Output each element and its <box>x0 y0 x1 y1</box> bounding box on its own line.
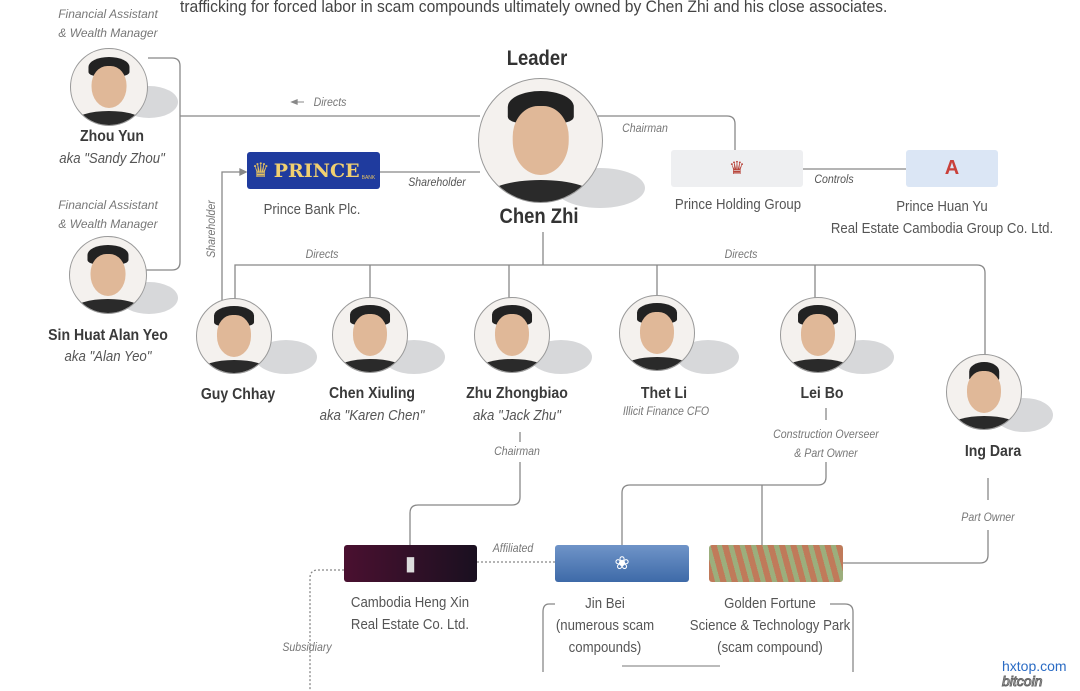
role-line: Financial Assistant <box>58 7 158 21</box>
jin-bei-name: Jin Bei (numerous scam compounds) <box>556 593 654 659</box>
sin-huat-aka: aka "Alan Yeo" <box>64 348 152 365</box>
building-icon: ▮ <box>404 553 416 575</box>
golden-fortune-image <box>709 545 843 582</box>
chen-xiuling-photo <box>332 297 408 373</box>
role-line: Construction Overseer <box>773 427 879 441</box>
jin-bei-logo: ❀ <box>555 545 689 582</box>
prince-holding-name: Prince Holding Group <box>674 196 802 213</box>
watermark-logo: bitcoin <box>1001 673 1043 690</box>
sin-huat-role: Financial Assistant & Wealth Manager <box>58 196 158 234</box>
sin-huat-name: Sin Huat Alan Yeo <box>48 327 168 344</box>
lei-bo-role: Construction Overseer & Part Owner <box>773 425 879 463</box>
guy-chhay-name: Guy Chhay <box>200 386 276 403</box>
zhou-yun-name: Zhou Yun <box>80 128 144 145</box>
crown-icon: A <box>944 157 960 179</box>
thet-li-photo <box>619 295 695 371</box>
chen-xiuling-aka: aka "Karen Chen" <box>319 407 425 424</box>
edge-label-chairman: Chairman <box>622 121 668 135</box>
org-line: (numerous scam <box>555 617 655 634</box>
heng-xin-logo: ▮ <box>344 545 477 582</box>
edge-label-subsidiary: Subsidiary <box>282 640 332 654</box>
zhou-yun-role: Financial Assistant & Wealth Manager <box>58 5 158 43</box>
edge-label-directs: Directs <box>313 95 347 109</box>
leader-title: Leader <box>506 47 568 70</box>
prince-bank-name: Prince Bank Plc. <box>263 201 361 218</box>
edge-label-directs: Directs <box>724 247 758 261</box>
org-line: compounds) <box>568 639 642 656</box>
chen-zhi-photo <box>478 78 603 203</box>
zhu-zhongbiao-photo <box>474 297 550 373</box>
crown-icon: ♛ <box>251 160 270 182</box>
thet-li-name: Thet Li <box>640 385 688 402</box>
prince-holding-logo: ♛ <box>671 150 803 187</box>
huan-yu-logo: A <box>906 150 998 187</box>
org-line: Prince Huan Yu <box>896 198 988 215</box>
sin-huat-photo <box>69 236 147 314</box>
zhou-yun-aka: aka "Sandy Zhou" <box>59 150 165 167</box>
org-line: Real Estate Co. Ltd. <box>350 616 470 633</box>
org-line: Golden Fortune <box>724 595 816 612</box>
watermark-site: hxtop.com <box>1002 658 1067 674</box>
edge-label-shareholder-vertical: Shareholder <box>204 200 218 258</box>
edge-label-affiliated: Affiliated <box>492 541 534 555</box>
lei-bo-name: Lei Bo <box>800 385 844 402</box>
edge-label-part-owner: Part Owner <box>961 510 1015 524</box>
sign-icon: ❀ <box>614 553 630 573</box>
lei-bo-photo <box>780 297 856 373</box>
edge-label-chairman: Chairman <box>494 444 540 458</box>
org-line: Science & Technology Park <box>689 617 851 634</box>
zhu-zhongbiao-name: Zhu Zhongbiao <box>466 385 568 402</box>
chen-xiuling-name: Chen Xiuling <box>328 385 416 402</box>
org-line: Real Estate Cambodia Group Co. Ltd. <box>830 220 1054 237</box>
edge-label-directs: Directs <box>305 247 339 261</box>
zhu-zhongbiao-aka: aka "Jack Zhu" <box>473 407 561 424</box>
thet-li-role: Illicit Finance CFO <box>622 404 710 418</box>
org-line: (scam compound) <box>717 639 823 656</box>
role-line: & Part Owner <box>794 446 858 460</box>
zhou-yun-photo <box>70 48 148 126</box>
huan-yu-name: Prince Huan Yu Real Estate Cambodia Group… <box>831 196 1053 240</box>
logo-subtext: BANK <box>361 175 376 181</box>
edge-label-controls: Controls <box>814 172 854 186</box>
org-line: Jin Bei <box>585 595 625 612</box>
org-line: Cambodia Heng Xin <box>350 594 470 611</box>
edge-label-shareholder: Shareholder <box>408 175 466 189</box>
role-line: & Wealth Manager <box>58 26 158 40</box>
guy-chhay-photo <box>196 298 272 374</box>
role-line: & Wealth Manager <box>58 217 158 231</box>
intro-text: trafficking for forced labor in scam com… <box>180 0 888 16</box>
crown-icon: ♛ <box>728 158 746 178</box>
role-line: Financial Assistant <box>58 198 158 212</box>
logo-text: PRINCE <box>273 159 360 182</box>
ing-dara-name: Ing Dara <box>964 443 1022 460</box>
leader-name: Chen Zhi <box>499 205 579 228</box>
ing-dara-photo <box>946 354 1022 430</box>
